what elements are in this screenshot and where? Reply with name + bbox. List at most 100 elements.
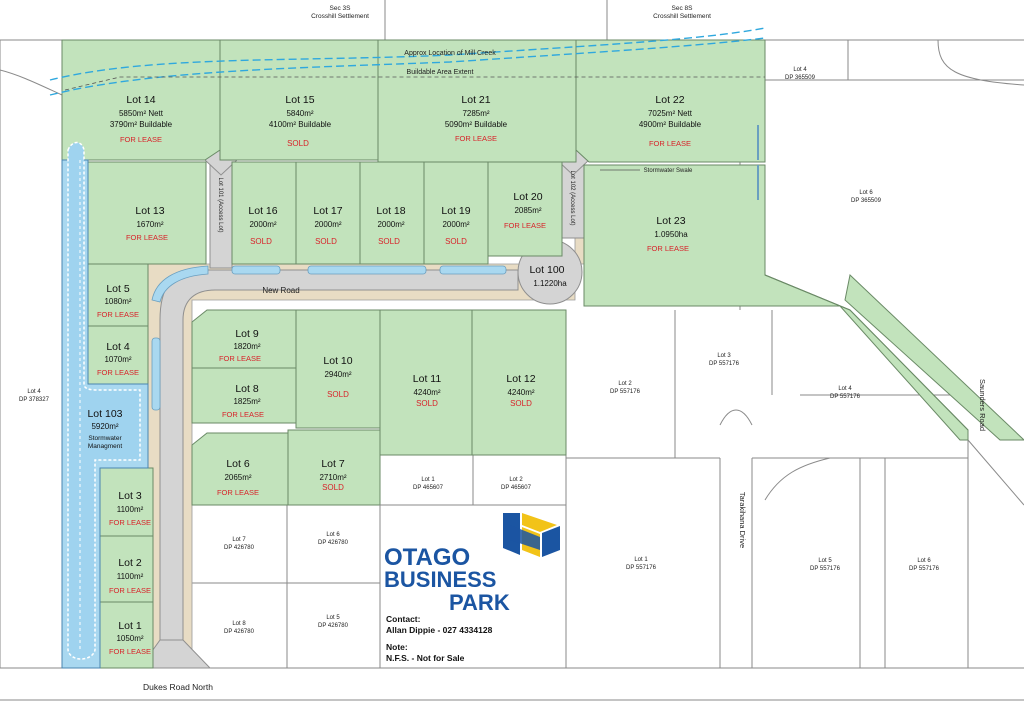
neighbor-label: Lot 3: [717, 353, 731, 359]
lot-13-name: Lot 13: [135, 205, 164, 217]
lot-10-area: 2940m²: [324, 370, 351, 379]
lot-1-name: Lot 1: [118, 620, 142, 632]
lot-10-name: Lot 10: [323, 355, 352, 367]
lot-14-area: 5850m² Nett: [119, 109, 164, 118]
header-labels: Sec 3S Crosshill Settlement Sec 8S Cross…: [311, 5, 711, 20]
lot-5-area: 1080m²: [104, 297, 131, 306]
lot-18-status: SOLD: [378, 237, 400, 246]
lot-16-status: SOLD: [250, 237, 272, 246]
neighbor-label: DP 465607: [413, 485, 444, 491]
lot-9-area: 1820m²: [233, 342, 260, 351]
lot-labels: Lot 14 5850m² Nett 3790m² Buildable FOR …: [87, 94, 701, 656]
lot-16-area: 2000m²: [249, 220, 276, 229]
lot-9-status: FOR LEASE: [219, 354, 261, 363]
lot-19-name: Lot 19: [441, 205, 470, 217]
lot-22-area: 7025m² Nett: [648, 109, 693, 118]
lot-21-name: Lot 21: [461, 94, 490, 106]
brand-line-1: OTAGO: [384, 544, 470, 571]
lot-22-buildable: 4900m² Buildable: [639, 120, 702, 129]
lot-3-status: FOR LEASE: [109, 518, 151, 527]
access-lot-102-label: Lot 102 (Access Lot): [569, 170, 575, 225]
lot-11-name: Lot 11: [413, 373, 442, 385]
dukes-road-label: Dukes Road North: [143, 682, 213, 692]
lot-15-buildable: 4100m² Buildable: [269, 120, 332, 129]
neighbor-label: Lot 2: [509, 477, 523, 483]
brand-line-3: PARK: [449, 590, 510, 615]
neighbor-label: DP 557176: [830, 394, 861, 400]
lot-10-status: SOLD: [327, 390, 349, 399]
lot-21-buildable: 5090m² Buildable: [445, 120, 508, 129]
lot-103-area: 5920m²: [91, 422, 118, 431]
neighbor-label: DP 557176: [909, 566, 940, 572]
lot-12-status: SOLD: [510, 399, 532, 408]
buildable-label: Buildable Area Extent: [407, 69, 474, 76]
note-label: Note:: [386, 642, 408, 652]
lot-2-name: Lot 2: [118, 557, 142, 569]
contact-label: Contact:: [386, 614, 421, 624]
neighbor-label: DP 426780: [224, 545, 255, 551]
neighbor-label: Lot 4: [793, 67, 807, 73]
neighbor-label: Lot 7: [232, 537, 246, 543]
sec8s-label-2: Crosshill Settlement: [653, 13, 711, 20]
neighbor-label: Lot 8: [232, 621, 246, 627]
lot-16-name: Lot 16: [248, 205, 277, 217]
lot-15-status: SOLD: [287, 139, 309, 148]
lot-22-status: FOR LEASE: [649, 139, 691, 148]
lot-8-name: Lot 8: [235, 383, 259, 395]
lot-14-buildable: 3790m² Buildable: [110, 120, 173, 129]
sec3s-label-1: Sec 3S: [330, 5, 352, 12]
neighbor-label: DP 426780: [224, 629, 255, 635]
neighbor-label: DP 557176: [610, 389, 641, 395]
road-swales: [151, 265, 507, 411]
lot-20-area: 2085m²: [514, 206, 541, 215]
lot-4-area: 1070m²: [104, 355, 131, 364]
neighbor-label: Lot 6: [859, 190, 873, 196]
lot-12-name: Lot 12: [506, 373, 535, 385]
lot-15-area: 5840m²: [286, 109, 313, 118]
neighbor-label: Lot 2: [618, 381, 632, 387]
lot-6-status: FOR LEASE: [217, 488, 259, 497]
lot-14-name: Lot 14: [126, 94, 155, 106]
mill-creek-line: [49, 27, 766, 81]
neighbor-label: DP 365509: [785, 75, 816, 81]
neighbor-labels: Lot 4 DP 365509 Lot 6 DP 365509 Lot 4 DP…: [19, 67, 940, 635]
lot-6-area: 2065m²: [224, 473, 251, 482]
tarakihana-drive-label: Tarakihana Drive: [738, 492, 747, 548]
lot-100-area: 1.1220ha: [533, 279, 567, 288]
brand-logo: [503, 513, 560, 557]
lot-11-area: 4240m²: [413, 388, 440, 397]
lot-21-status: FOR LEASE: [455, 134, 497, 143]
neighbor-label: DP 426780: [318, 623, 349, 629]
lot-23-area: 1.0950ha: [654, 230, 688, 239]
lot-21-area: 7285m²: [462, 109, 489, 118]
lot-20-name: Lot 20: [513, 191, 542, 203]
lot-6-name: Lot 6: [226, 458, 250, 470]
lot-19-status: SOLD: [445, 237, 467, 246]
neighbor-label: DP 426780: [318, 540, 349, 546]
lot-18-name: Lot 18: [376, 205, 405, 217]
lot-20-status: FOR LEASE: [504, 221, 546, 230]
saunders-road-label: Saunders Road: [978, 379, 987, 431]
lot-13-area: 1670m²: [136, 220, 163, 229]
lot-1-area: 1050m²: [116, 634, 143, 643]
lot-17-area: 2000m²: [314, 220, 341, 229]
neighbor-label: Lot 1: [421, 477, 435, 483]
lot-9-name: Lot 9: [235, 328, 259, 340]
stormwater-pond: [67, 141, 141, 660]
neighbor-label: DP 557176: [709, 361, 740, 367]
lot-11-status: SOLD: [416, 399, 438, 408]
lot-3-name: Lot 3: [118, 490, 142, 502]
lot-1-status: FOR LEASE: [109, 647, 151, 656]
lot-2-area: 1100m²: [117, 572, 144, 581]
lot-4-status: FOR LEASE: [97, 368, 139, 377]
brand-line-2: BUSINESS: [384, 567, 496, 592]
lot-17-name: Lot 17: [313, 205, 342, 217]
lot-23-name: Lot 23: [656, 215, 685, 227]
mill-creek-line-2: [49, 37, 766, 96]
creek-label: Approx Location of Mill Creek: [404, 50, 496, 57]
neighbor-label: Lot 4: [838, 386, 852, 392]
lot-18-area: 2000m²: [377, 220, 404, 229]
neighbor-label: Lot 6: [917, 558, 931, 564]
neighbor-label: DP 365509: [851, 198, 882, 204]
